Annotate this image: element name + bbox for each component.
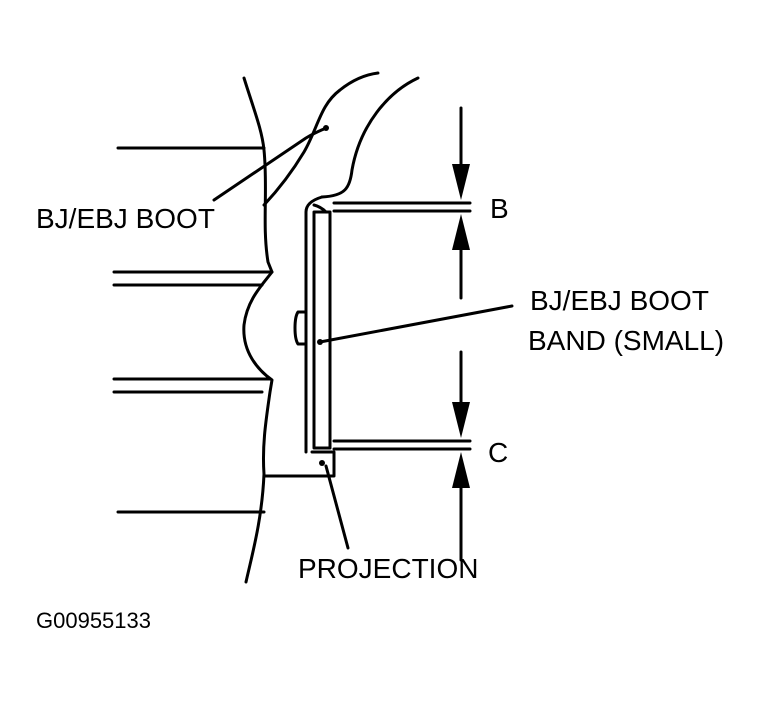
boot-label: BJ/EBJ BOOT (36, 203, 215, 234)
dim-b-label: B (490, 193, 509, 224)
projection-leader-dot (319, 460, 325, 466)
boot-band (312, 210, 332, 450)
dim-c-arrowhead-up (452, 452, 470, 488)
band-clamp-bump (293, 310, 308, 346)
boot-band-inner (312, 203, 328, 214)
band-label-line1: BJ/EBJ BOOT (530, 285, 709, 316)
dim-b-arrowhead-up (452, 214, 470, 250)
band-leader-line (318, 304, 514, 344)
band-leader-dot (317, 339, 323, 345)
projection-tab (262, 450, 336, 478)
projection-leader-line (324, 464, 350, 550)
boot-leader-dot (323, 125, 329, 131)
boot-inner-contour (320, 76, 420, 199)
joint-housing-outline (242, 76, 274, 584)
dim-b-arrowhead-down (452, 164, 470, 200)
dim-c-arrowhead-down (452, 402, 470, 438)
projection-label: PROJECTION (298, 553, 478, 584)
band-label-line2: BAND (SMALL) (528, 325, 724, 356)
figure-code: G00955133 (36, 608, 151, 633)
dim-c-label: C (488, 437, 508, 468)
boot-outer-contour (262, 71, 380, 207)
boot-body-edge (304, 195, 324, 454)
